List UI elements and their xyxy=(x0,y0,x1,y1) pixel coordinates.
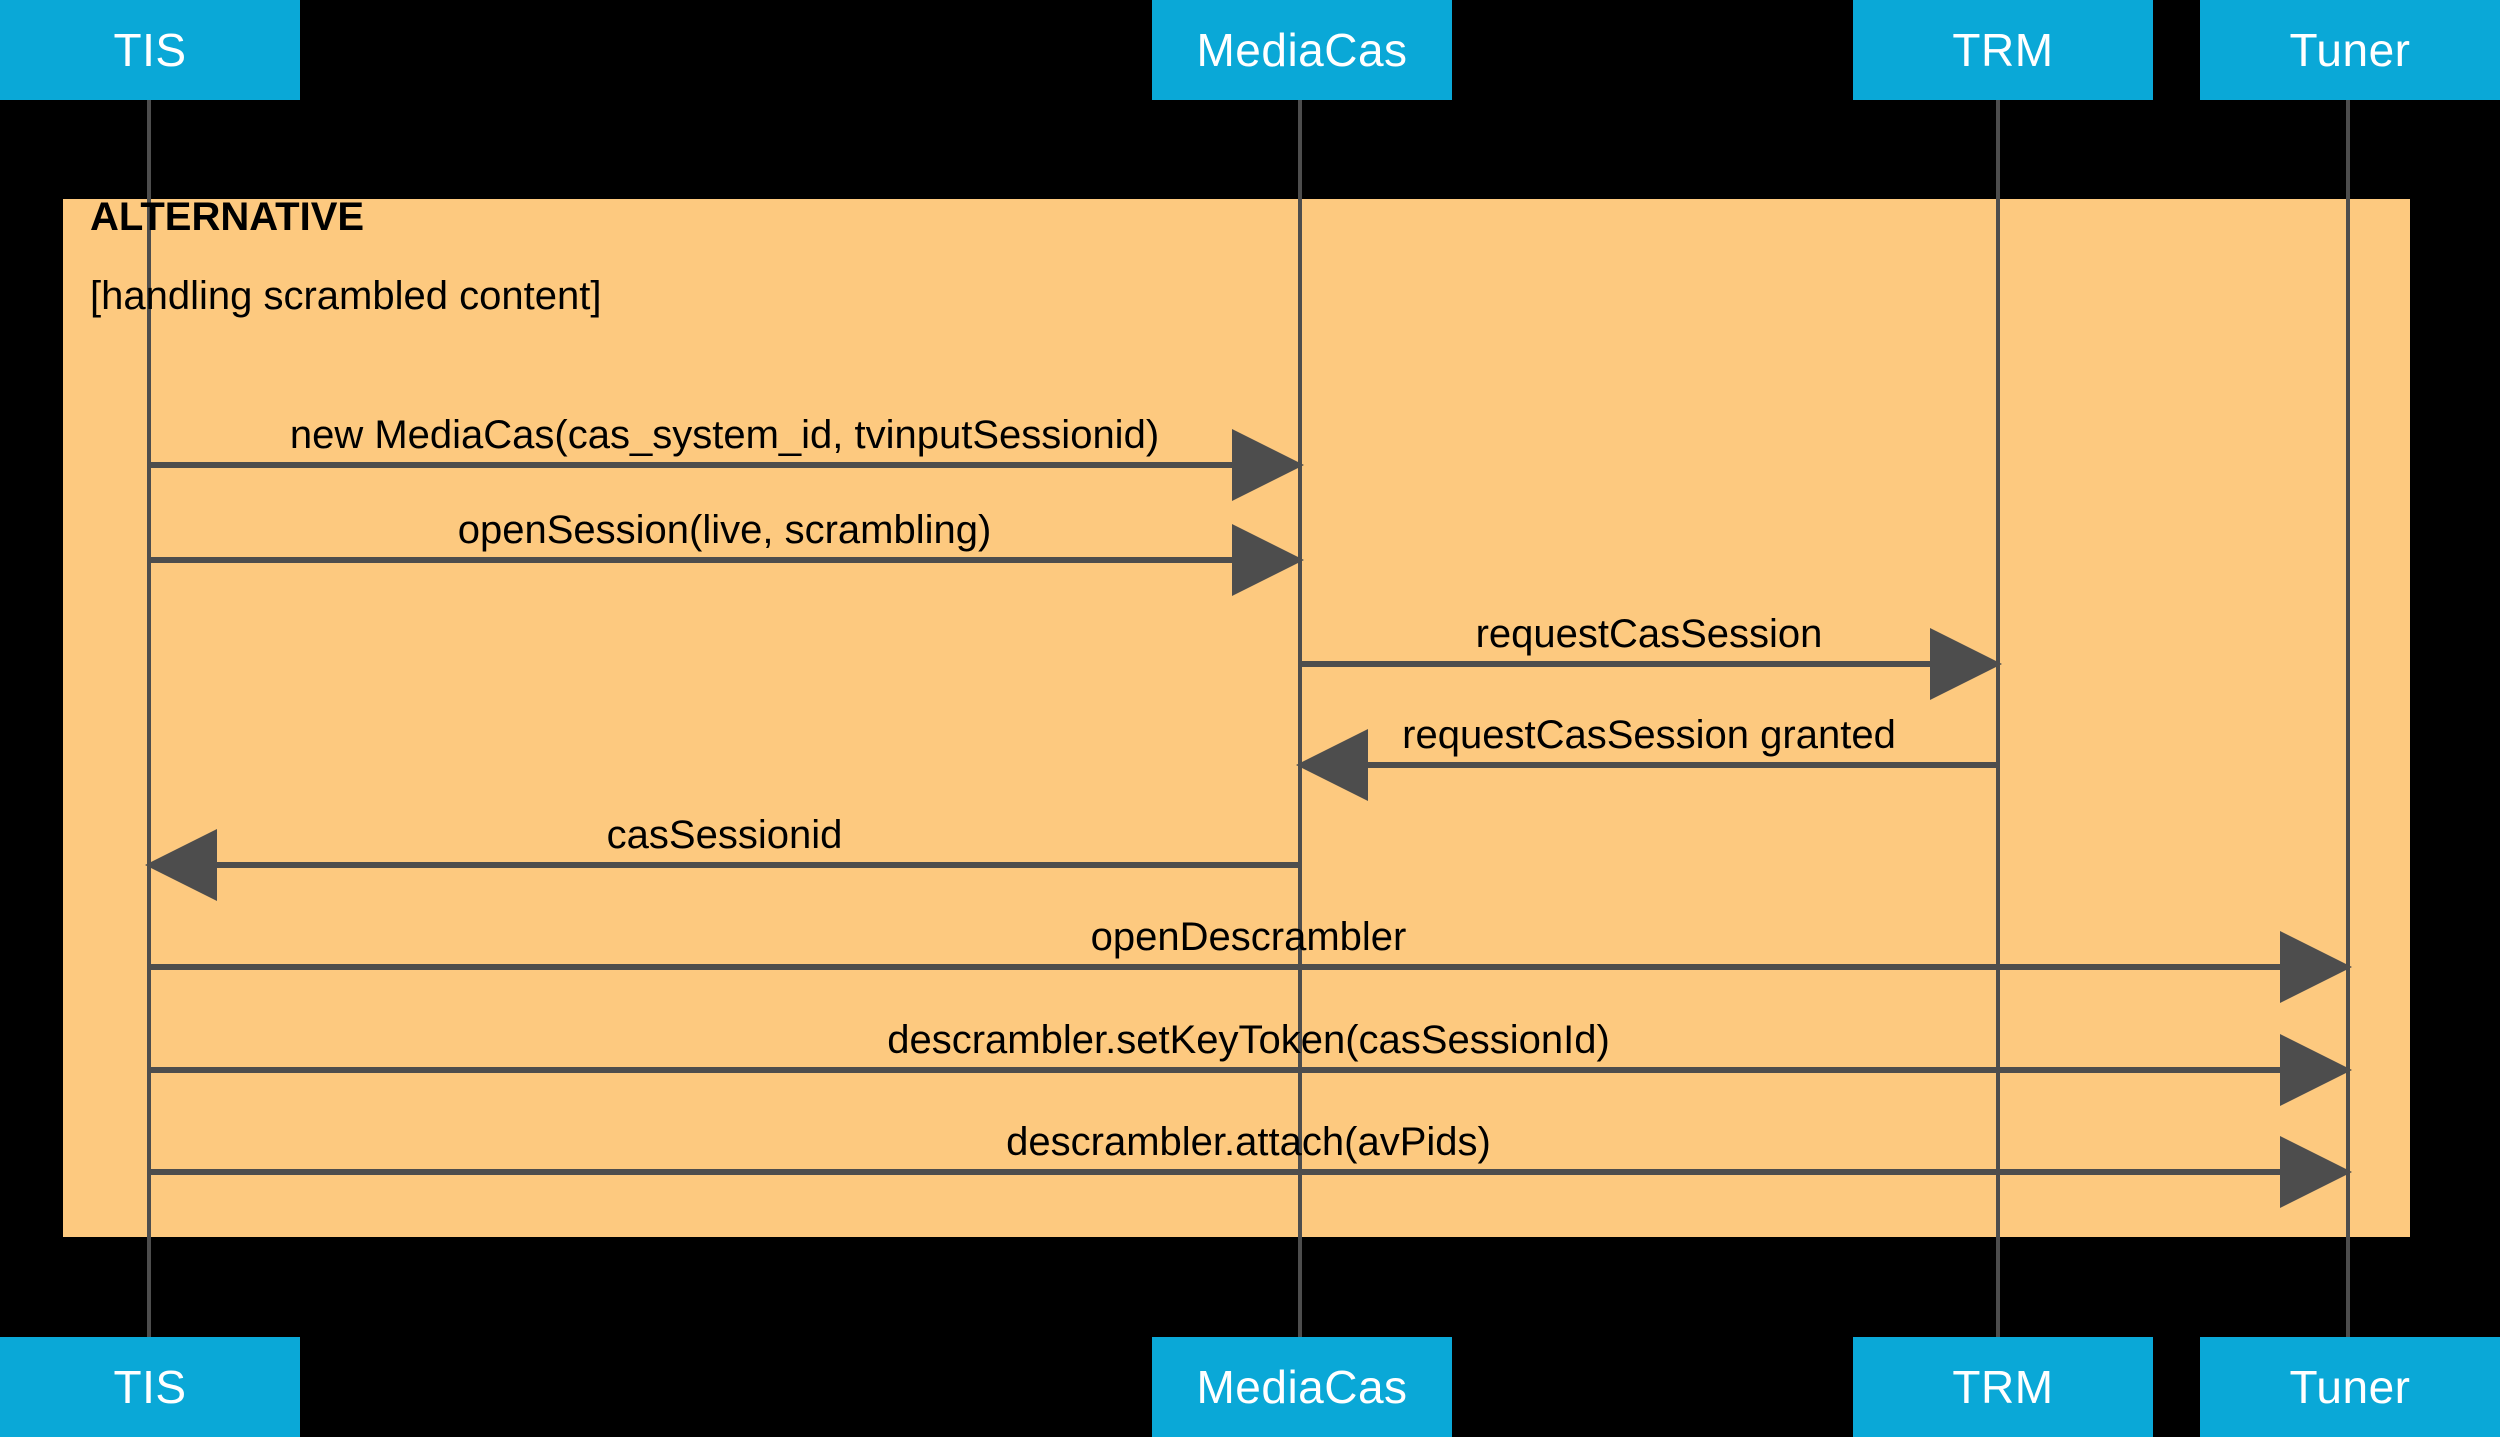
participant-name-label: TIS xyxy=(113,24,187,76)
message-label: openDescrambler xyxy=(1090,915,1407,959)
participant-name-label: MediaCas xyxy=(1196,1361,1408,1413)
participant-footer-trm[interactable]: TRM xyxy=(1853,1337,2153,1437)
participant-footer-tuner[interactable]: Tuner xyxy=(2200,1337,2500,1437)
participant-name-label: TRM xyxy=(1952,24,2054,76)
participant-header-mediacas[interactable]: MediaCas xyxy=(1152,0,1452,100)
message-label: descrambler.attach(avPids) xyxy=(1006,1120,1491,1164)
message-label: openSession(live, scrambling) xyxy=(457,508,992,552)
message-label: requestCasSession granted xyxy=(1402,713,1896,757)
participant-name-label: MediaCas xyxy=(1196,24,1408,76)
participant-name-label: Tuner xyxy=(2289,1361,2411,1413)
participant-name-label: Tuner xyxy=(2289,24,2411,76)
message-arrow-layer xyxy=(145,429,2352,1208)
participant-name-label: TRM xyxy=(1952,1361,2054,1413)
participant-footer-mediacas[interactable]: MediaCas xyxy=(1152,1337,1452,1437)
fragment-rect-layer xyxy=(63,199,2410,1237)
message-label: casSessionid xyxy=(606,813,843,857)
fragment-condition-label: [handling scrambled content] xyxy=(90,274,602,318)
message-label: requestCasSession xyxy=(1475,612,1823,656)
alt-fragment-box xyxy=(63,199,2410,1237)
participant-header-trm[interactable]: TRM xyxy=(1853,0,2153,100)
participant-header-tis[interactable]: TIS xyxy=(0,0,300,100)
lifeline-layer xyxy=(147,100,2350,1337)
message-label: new MediaCas(cas_system_id, tvinputSessi… xyxy=(289,413,1160,457)
participant-header-tuner[interactable]: Tuner xyxy=(2200,0,2500,100)
participant-footer-tis[interactable]: TIS xyxy=(0,1337,300,1437)
participant-name-label: TIS xyxy=(113,1361,187,1413)
message-label: descrambler.setKeyToken(casSessionId) xyxy=(887,1018,1610,1062)
fragment-operator-label: ALTERNATIVE xyxy=(90,195,365,239)
